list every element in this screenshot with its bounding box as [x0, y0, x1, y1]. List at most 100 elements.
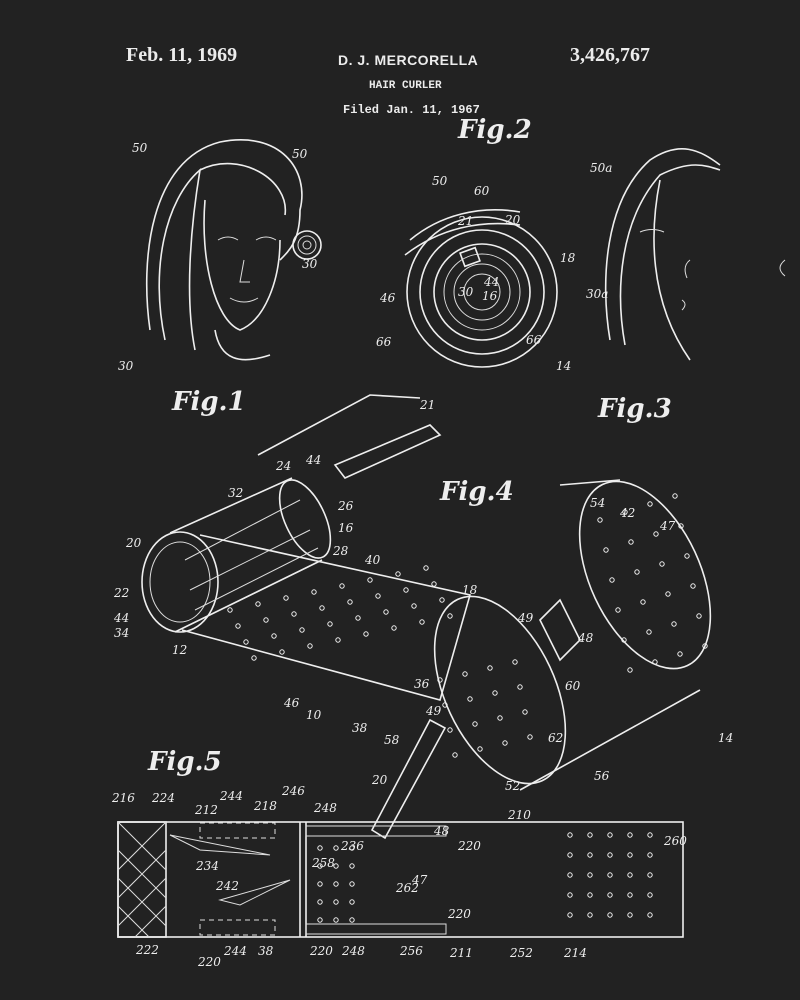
reference-numeral: 262	[395, 881, 419, 895]
hole	[522, 709, 528, 715]
hole	[622, 509, 628, 515]
reference-numeral: 244	[223, 944, 247, 958]
hole	[355, 615, 361, 621]
hole	[333, 863, 339, 869]
hole	[627, 667, 633, 673]
hole	[472, 721, 478, 727]
reference-numeral: 50	[132, 141, 148, 155]
hole	[607, 912, 613, 918]
figure-label: Fig.4	[439, 477, 514, 507]
hole	[647, 872, 653, 878]
hole	[462, 671, 468, 677]
hole	[640, 599, 646, 605]
reference-numeral: 50a	[590, 161, 612, 175]
hole	[349, 863, 355, 869]
reference-numeral: 220	[457, 839, 481, 853]
reference-numeral: 20	[504, 213, 521, 227]
reference-numeral: 66	[376, 335, 392, 349]
reference-numeral: 30a	[586, 287, 608, 301]
hole	[567, 872, 573, 878]
reference-numeral: 248	[313, 801, 337, 815]
hole	[349, 899, 355, 905]
hole	[319, 605, 325, 611]
hole	[347, 599, 353, 605]
reference-numeral: 236	[340, 839, 364, 853]
hole	[299, 627, 305, 633]
hole	[333, 917, 339, 923]
hole	[349, 881, 355, 887]
reference-numeral: 47	[411, 873, 428, 887]
hole	[335, 637, 341, 643]
hole	[403, 587, 409, 593]
reference-numeral: 42	[619, 506, 635, 520]
reference-numeral: 50	[292, 147, 308, 161]
hole	[255, 601, 261, 607]
fig5-curler-flat-view	[117, 821, 684, 938]
hole	[307, 643, 313, 649]
fig3-head-side-drawing	[604, 148, 786, 361]
hole	[447, 727, 453, 733]
hole	[696, 613, 702, 619]
hole	[391, 625, 397, 631]
reference-numeral: 38	[352, 721, 368, 735]
hole	[597, 517, 603, 523]
fig2-curler-section	[404, 209, 558, 368]
hole	[567, 892, 573, 898]
reference-numeral: 47	[659, 519, 676, 533]
hole	[646, 629, 652, 635]
reference-numeral: 252	[509, 946, 533, 960]
reference-numeral: 258	[311, 856, 335, 870]
reference-numeral: 10	[306, 708, 322, 722]
reference-numeral: 18	[560, 251, 576, 265]
reference-numeral: 28	[332, 544, 349, 558]
reference-numeral: 56	[594, 769, 610, 783]
hole	[609, 577, 615, 583]
hole	[647, 832, 653, 838]
reference-numeral: 26	[337, 499, 354, 513]
reference-numeral: 14	[718, 731, 733, 745]
reference-numeral: 16	[338, 521, 354, 535]
hole	[567, 832, 573, 838]
reference-numeral: 49	[517, 611, 534, 625]
hole	[672, 493, 678, 499]
hole	[271, 633, 277, 639]
hole	[477, 746, 483, 752]
hole	[437, 677, 443, 683]
reference-numeral: 48	[577, 631, 594, 645]
hole	[502, 740, 508, 746]
hole	[671, 621, 677, 627]
hole	[283, 595, 289, 601]
hole	[621, 637, 627, 643]
reference-numeral: 22	[113, 586, 129, 600]
reference-numeral: 220	[197, 955, 221, 969]
hole	[349, 917, 355, 923]
hole	[227, 607, 233, 613]
reference-numeral: 246	[281, 784, 305, 798]
reference-numeral: 256	[399, 944, 423, 958]
reference-numeral: 58	[384, 733, 400, 747]
hole	[653, 531, 659, 537]
hole	[442, 702, 448, 708]
reference-numeral: 220	[309, 944, 333, 958]
perforation-holes	[227, 493, 708, 923]
reference-numeral: 62	[548, 731, 563, 745]
reference-numeral: 48	[433, 824, 450, 838]
reference-numeral: 248	[341, 944, 365, 958]
reference-numeral: 16	[482, 289, 498, 303]
hole	[333, 845, 339, 851]
reference-numeral: 30	[302, 257, 318, 271]
reference-numeral: 40	[364, 553, 381, 567]
hole	[567, 852, 573, 858]
hole	[607, 892, 613, 898]
hole	[627, 912, 633, 918]
patent-date: Feb. 11, 1969	[126, 44, 238, 66]
reference-numeral: 60	[474, 184, 490, 198]
reference-numeral: 218	[253, 799, 277, 813]
hole	[447, 613, 453, 619]
hole	[333, 881, 339, 887]
inventor-name: D. J. MERCORELLA	[338, 52, 479, 68]
hole	[333, 899, 339, 905]
